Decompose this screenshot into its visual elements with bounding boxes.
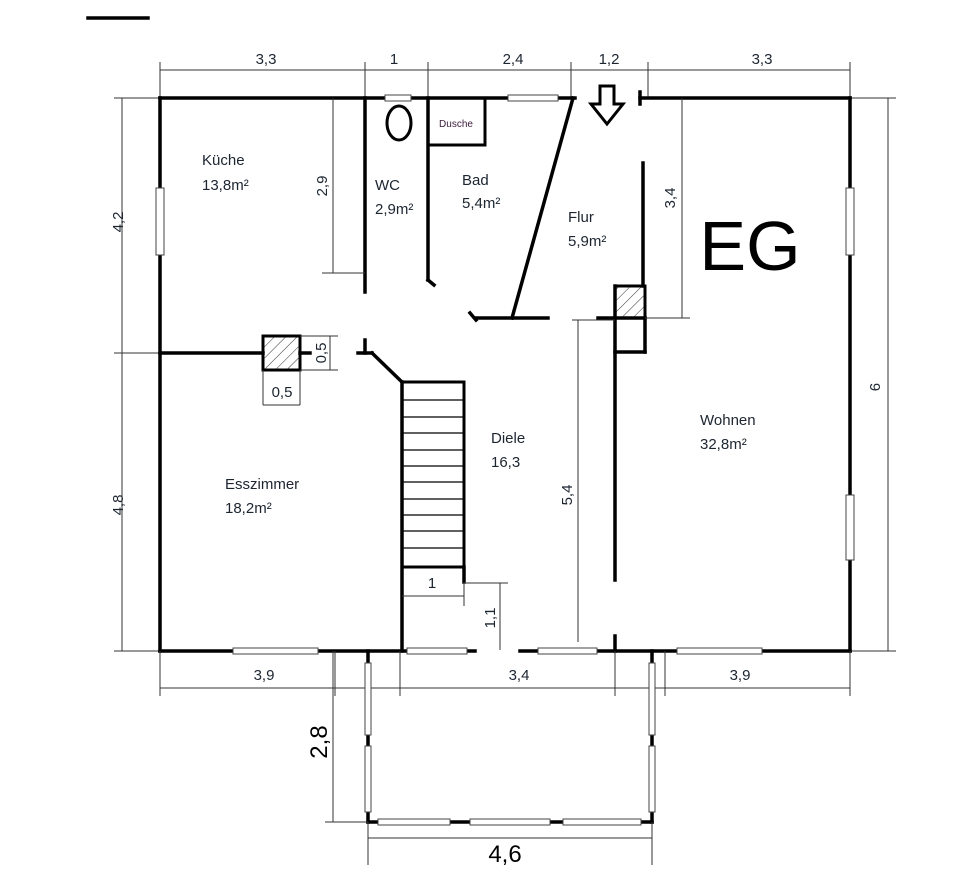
dim-porch-width: 4,6 xyxy=(488,841,521,868)
room-diele-name: Diele xyxy=(491,430,525,447)
staircase xyxy=(400,380,466,584)
chimney-flur xyxy=(613,284,647,320)
side-dimension-lines: 4,2 4,8 9 xyxy=(110,97,896,652)
room-diele-area: 16,3 xyxy=(491,454,520,471)
room-wc-name: WC xyxy=(375,177,400,194)
label-dusche: Dusche xyxy=(439,119,473,130)
dim-bottom-wohnen: 3,9 xyxy=(730,667,751,684)
dim-left-upper: 4,2 xyxy=(110,212,127,233)
room-flur-area: 5,9m² xyxy=(568,233,606,250)
chimney-esszimmer xyxy=(261,334,302,372)
windows xyxy=(155,94,855,655)
dim-kueche-depth: 2,9 xyxy=(314,176,331,197)
dim-bottom-esszimmer: 3,9 xyxy=(254,667,275,684)
porch: 2,8 4,6 xyxy=(306,649,656,868)
dim-stair-width: 1 xyxy=(428,575,436,592)
dim-wohnen-wall: 5,4 xyxy=(559,485,576,506)
dim-bottom-diele: 3,4 xyxy=(509,667,530,684)
room-kueche-area: 13,8m² xyxy=(202,177,249,194)
dim-top-wohnen: 3,3 xyxy=(752,51,773,68)
dim-top-kueche: 3,3 xyxy=(256,51,277,68)
top-dimension-line: 3,3 1 2,4 1,2 3,3 xyxy=(159,51,851,98)
room-bad-name: Bad xyxy=(462,172,489,189)
dim-left-lower: 4,8 xyxy=(110,495,127,516)
room-wohnen-name: Wohnen xyxy=(700,412,756,429)
room-esszimmer-area: 18,2m² xyxy=(225,500,272,517)
dim-stair-gap: 1,1 xyxy=(482,608,499,629)
dim-right-total: 9 xyxy=(866,383,883,391)
dim-flur-depth: 3,4 xyxy=(662,188,679,209)
inner-dimensions: 2,9 3,4 5,4 0,5 0,5 1 1,1 xyxy=(262,98,690,650)
bottom-dimension-line: 3,9 3,4 3,9 xyxy=(159,651,851,696)
dim-top-wc: 1 xyxy=(390,51,398,68)
dim-top-entrance: 1,2 xyxy=(599,51,620,68)
dim-top-bad: 2,4 xyxy=(503,51,524,68)
room-flur-name: Flur xyxy=(568,209,594,226)
room-wc-area: 2,9m² xyxy=(375,201,413,218)
shower xyxy=(426,96,487,147)
floor-label: EG xyxy=(699,207,800,285)
room-wohnen-area: 32,8m² xyxy=(700,436,747,453)
dim-chimney-w: 0,5 xyxy=(272,384,293,401)
room-bad-area: 5,4m² xyxy=(462,195,500,212)
room-esszimmer-name: Esszimmer xyxy=(225,476,299,493)
dim-porch-depth: 2,8 xyxy=(306,725,333,758)
room-labels: Küche 13,8m² WC 2,9m² Bad 5,4m² Flur 5,9… xyxy=(202,152,756,517)
toilet-icon xyxy=(385,104,413,142)
dim-chimney-h: 0,5 xyxy=(313,343,330,364)
entrance-arrow-icon xyxy=(587,84,627,127)
room-kueche-name: Küche xyxy=(202,152,245,169)
